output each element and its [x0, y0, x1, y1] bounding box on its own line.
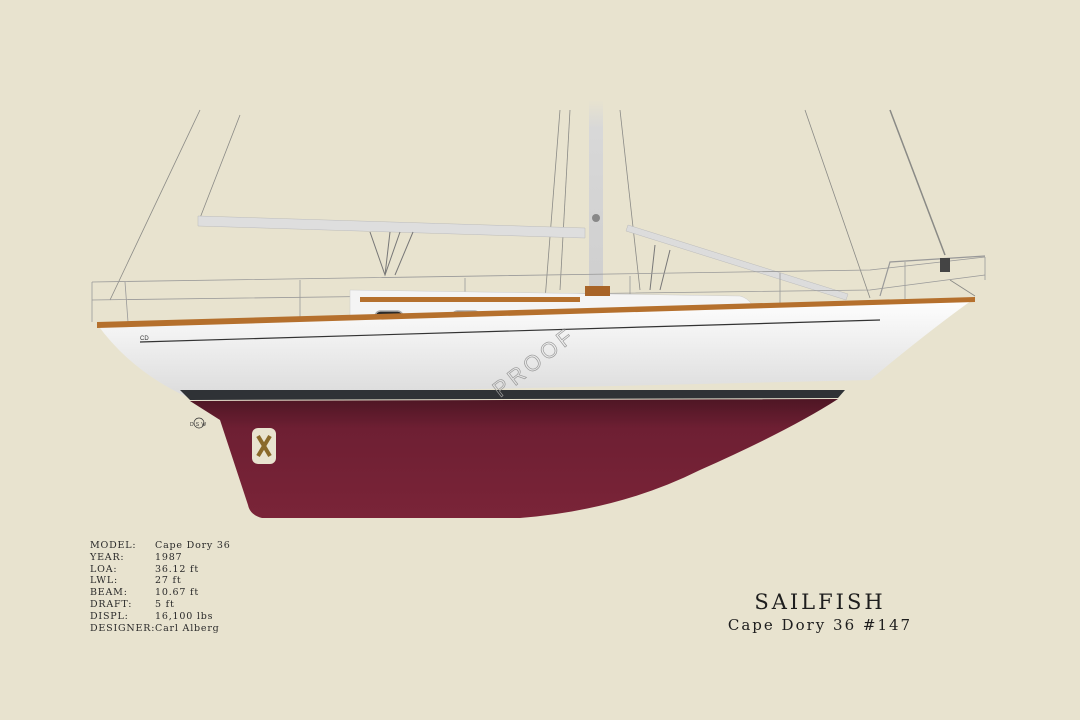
spec-row: MODEL:Cape Dory 36 — [90, 540, 231, 551]
spec-row: DISPL:16,100 lbs — [90, 610, 214, 622]
spec-row: LOA:36.12 ft — [90, 563, 199, 575]
boat-name: SAILFISH — [754, 590, 886, 614]
boot-stripe — [180, 390, 845, 400]
hull-logo: CD — [140, 336, 149, 342]
hull-bottom — [190, 399, 838, 518]
maker-mark: DSW — [190, 422, 208, 428]
spec-row: DRAFT:5 ft — [90, 598, 175, 610]
spec-row: DESIGNER:Carl Alberg — [90, 622, 220, 634]
mast — [589, 100, 603, 290]
boom — [197, 215, 586, 239]
rigging — [109, 109, 976, 301]
spec-row: LWL:27 ft — [90, 575, 182, 587]
boat-title: SAILFISH Cape Dory 36 #147 — [700, 590, 940, 634]
hull-topsides — [97, 298, 975, 396]
spec-row: YEAR:1987 — [90, 551, 183, 563]
specs-table: MODEL:Cape Dory 36 YEAR:1987 LOA:36.12 f… — [90, 540, 231, 634]
spec-row: BEAM:10.67 ft — [90, 587, 199, 599]
boat-model: Cape Dory 36 #147 — [727, 616, 913, 634]
